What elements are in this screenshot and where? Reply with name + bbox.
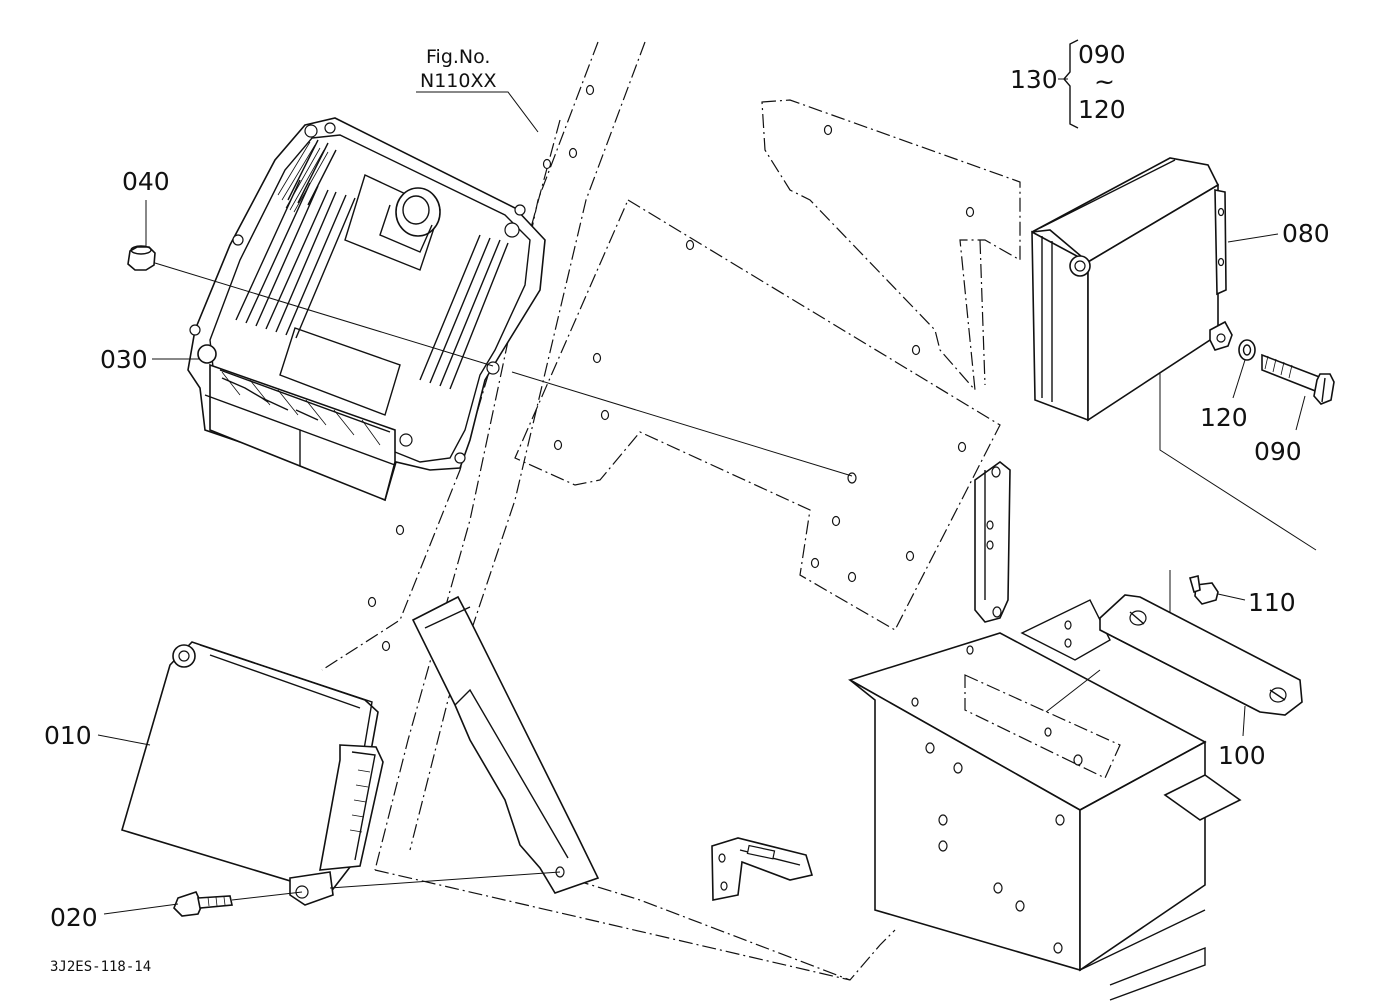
callout-120: 120 [1200,403,1248,432]
callout-090: 090 [1254,437,1302,466]
callout-leaders [97,78,1306,915]
battery-tray-structure [847,599,1242,1001]
kit-range-start: 090 [1078,40,1126,69]
part-010-controller [121,641,384,906]
part-080-module [1031,157,1233,422]
callout-040: 040 [122,167,170,196]
callout-030: 030 [100,345,148,374]
small-bracket-bottom [711,837,814,901]
callout-110: 110 [1248,588,1296,617]
part-110-bolt [1189,575,1219,605]
part-020-bolt [173,871,561,917]
fig-no-value: N110XX [420,70,497,92]
leader-040-ext [511,371,853,477]
drawing-code: 3J2ES-118-14 [50,959,151,975]
kit-range-separator: ~ [1094,67,1115,96]
part-090-bolt [1261,353,1335,405]
leader-040 [154,262,494,367]
part-120-washer [1238,339,1256,361]
kit-bracket [1063,39,1079,129]
callout-130: 130 [1010,65,1058,94]
fig-no-label: Fig.No. [426,46,490,68]
callout-020: 020 [50,903,98,932]
plate-holes [367,84,975,652]
kit-range-end: 120 [1078,95,1126,124]
part-100-bracket [1099,594,1303,716]
part-030-controller [187,117,546,502]
mounting-bracket-lower [411,595,600,894]
callout-010: 010 [44,721,92,750]
part-040-cap [127,245,156,271]
vertical-strap-right [974,460,1011,623]
callout-100: 100 [1218,741,1266,770]
callout-080: 080 [1282,219,1330,248]
